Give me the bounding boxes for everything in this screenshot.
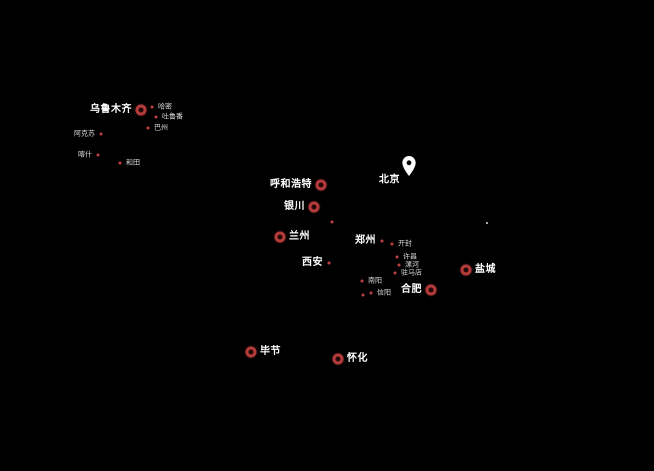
city-label-nanyang: 南阳 <box>368 276 382 285</box>
city-marker-yancheng[interactable] <box>460 264 472 276</box>
city-label-huaihua: 怀化 <box>347 353 368 364</box>
city-marker-hohhot[interactable] <box>315 179 327 191</box>
beijing-pin-icon[interactable] <box>401 155 417 181</box>
city-label-hohhot: 呼和浩特 <box>270 179 312 190</box>
city-marker-kashgar[interactable] <box>96 153 100 157</box>
city-label-zhumadian: 驻马店 <box>401 268 422 277</box>
city-marker-hotan[interactable] <box>118 161 122 165</box>
city-label-aksu: 阿克苏 <box>74 129 95 138</box>
white-speck <box>486 222 488 224</box>
city-label-urumqi: 乌鲁木齐 <box>90 104 132 115</box>
city-label-kashgar: 喀什 <box>78 150 92 159</box>
beijing-city-label: 北京 <box>379 174 400 186</box>
city-marker-turpan[interactable] <box>154 115 158 119</box>
city-label-bijie: 毕节 <box>260 346 281 357</box>
city-marker-xuchang[interactable] <box>395 255 399 259</box>
unlabeled-city-dot <box>361 293 365 297</box>
city-marker-huaihua[interactable] <box>332 353 344 365</box>
city-label-zhengzhou: 郑州 <box>355 235 376 246</box>
city-label-kaifeng: 开封 <box>398 239 412 248</box>
city-marker-bazhou[interactable] <box>146 126 150 130</box>
city-marker-urumqi[interactable] <box>135 104 147 116</box>
city-label-bazhou: 巴州 <box>154 123 168 132</box>
city-label-xian: 西安 <box>302 257 323 268</box>
city-marker-nanyang[interactable] <box>360 279 364 283</box>
city-marker-xinyang[interactable] <box>369 291 373 295</box>
city-marker-hami[interactable] <box>150 105 154 109</box>
city-marker-yinchuan[interactable] <box>308 201 320 213</box>
unlabeled-city-dot <box>330 220 334 224</box>
city-label-yancheng: 盐城 <box>475 264 496 275</box>
city-label-turpan: 吐鲁番 <box>162 112 183 121</box>
city-label-xinyang: 信阳 <box>377 288 391 297</box>
city-label-hefei: 合肥 <box>401 284 422 295</box>
city-marker-zhumadian[interactable] <box>393 271 397 275</box>
city-label-yinchuan: 银川 <box>284 201 305 212</box>
city-label-lanzhou: 兰州 <box>289 231 310 242</box>
city-label-hotan: 和田 <box>126 158 140 167</box>
city-marker-luohe[interactable] <box>397 263 401 267</box>
city-label-luohe: 漯河 <box>405 260 419 269</box>
city-marker-lanzhou[interactable] <box>274 231 286 243</box>
city-label-xuchang: 许昌 <box>403 252 417 261</box>
city-marker-bijie[interactable] <box>245 346 257 358</box>
city-marker-xian[interactable] <box>327 261 331 265</box>
city-marker-aksu[interactable] <box>99 132 103 136</box>
city-marker-kaifeng[interactable] <box>390 242 394 246</box>
city-marker-hefei[interactable] <box>425 284 437 296</box>
city-marker-zhengzhou[interactable] <box>380 239 384 243</box>
city-label-hami: 哈密 <box>158 102 172 111</box>
